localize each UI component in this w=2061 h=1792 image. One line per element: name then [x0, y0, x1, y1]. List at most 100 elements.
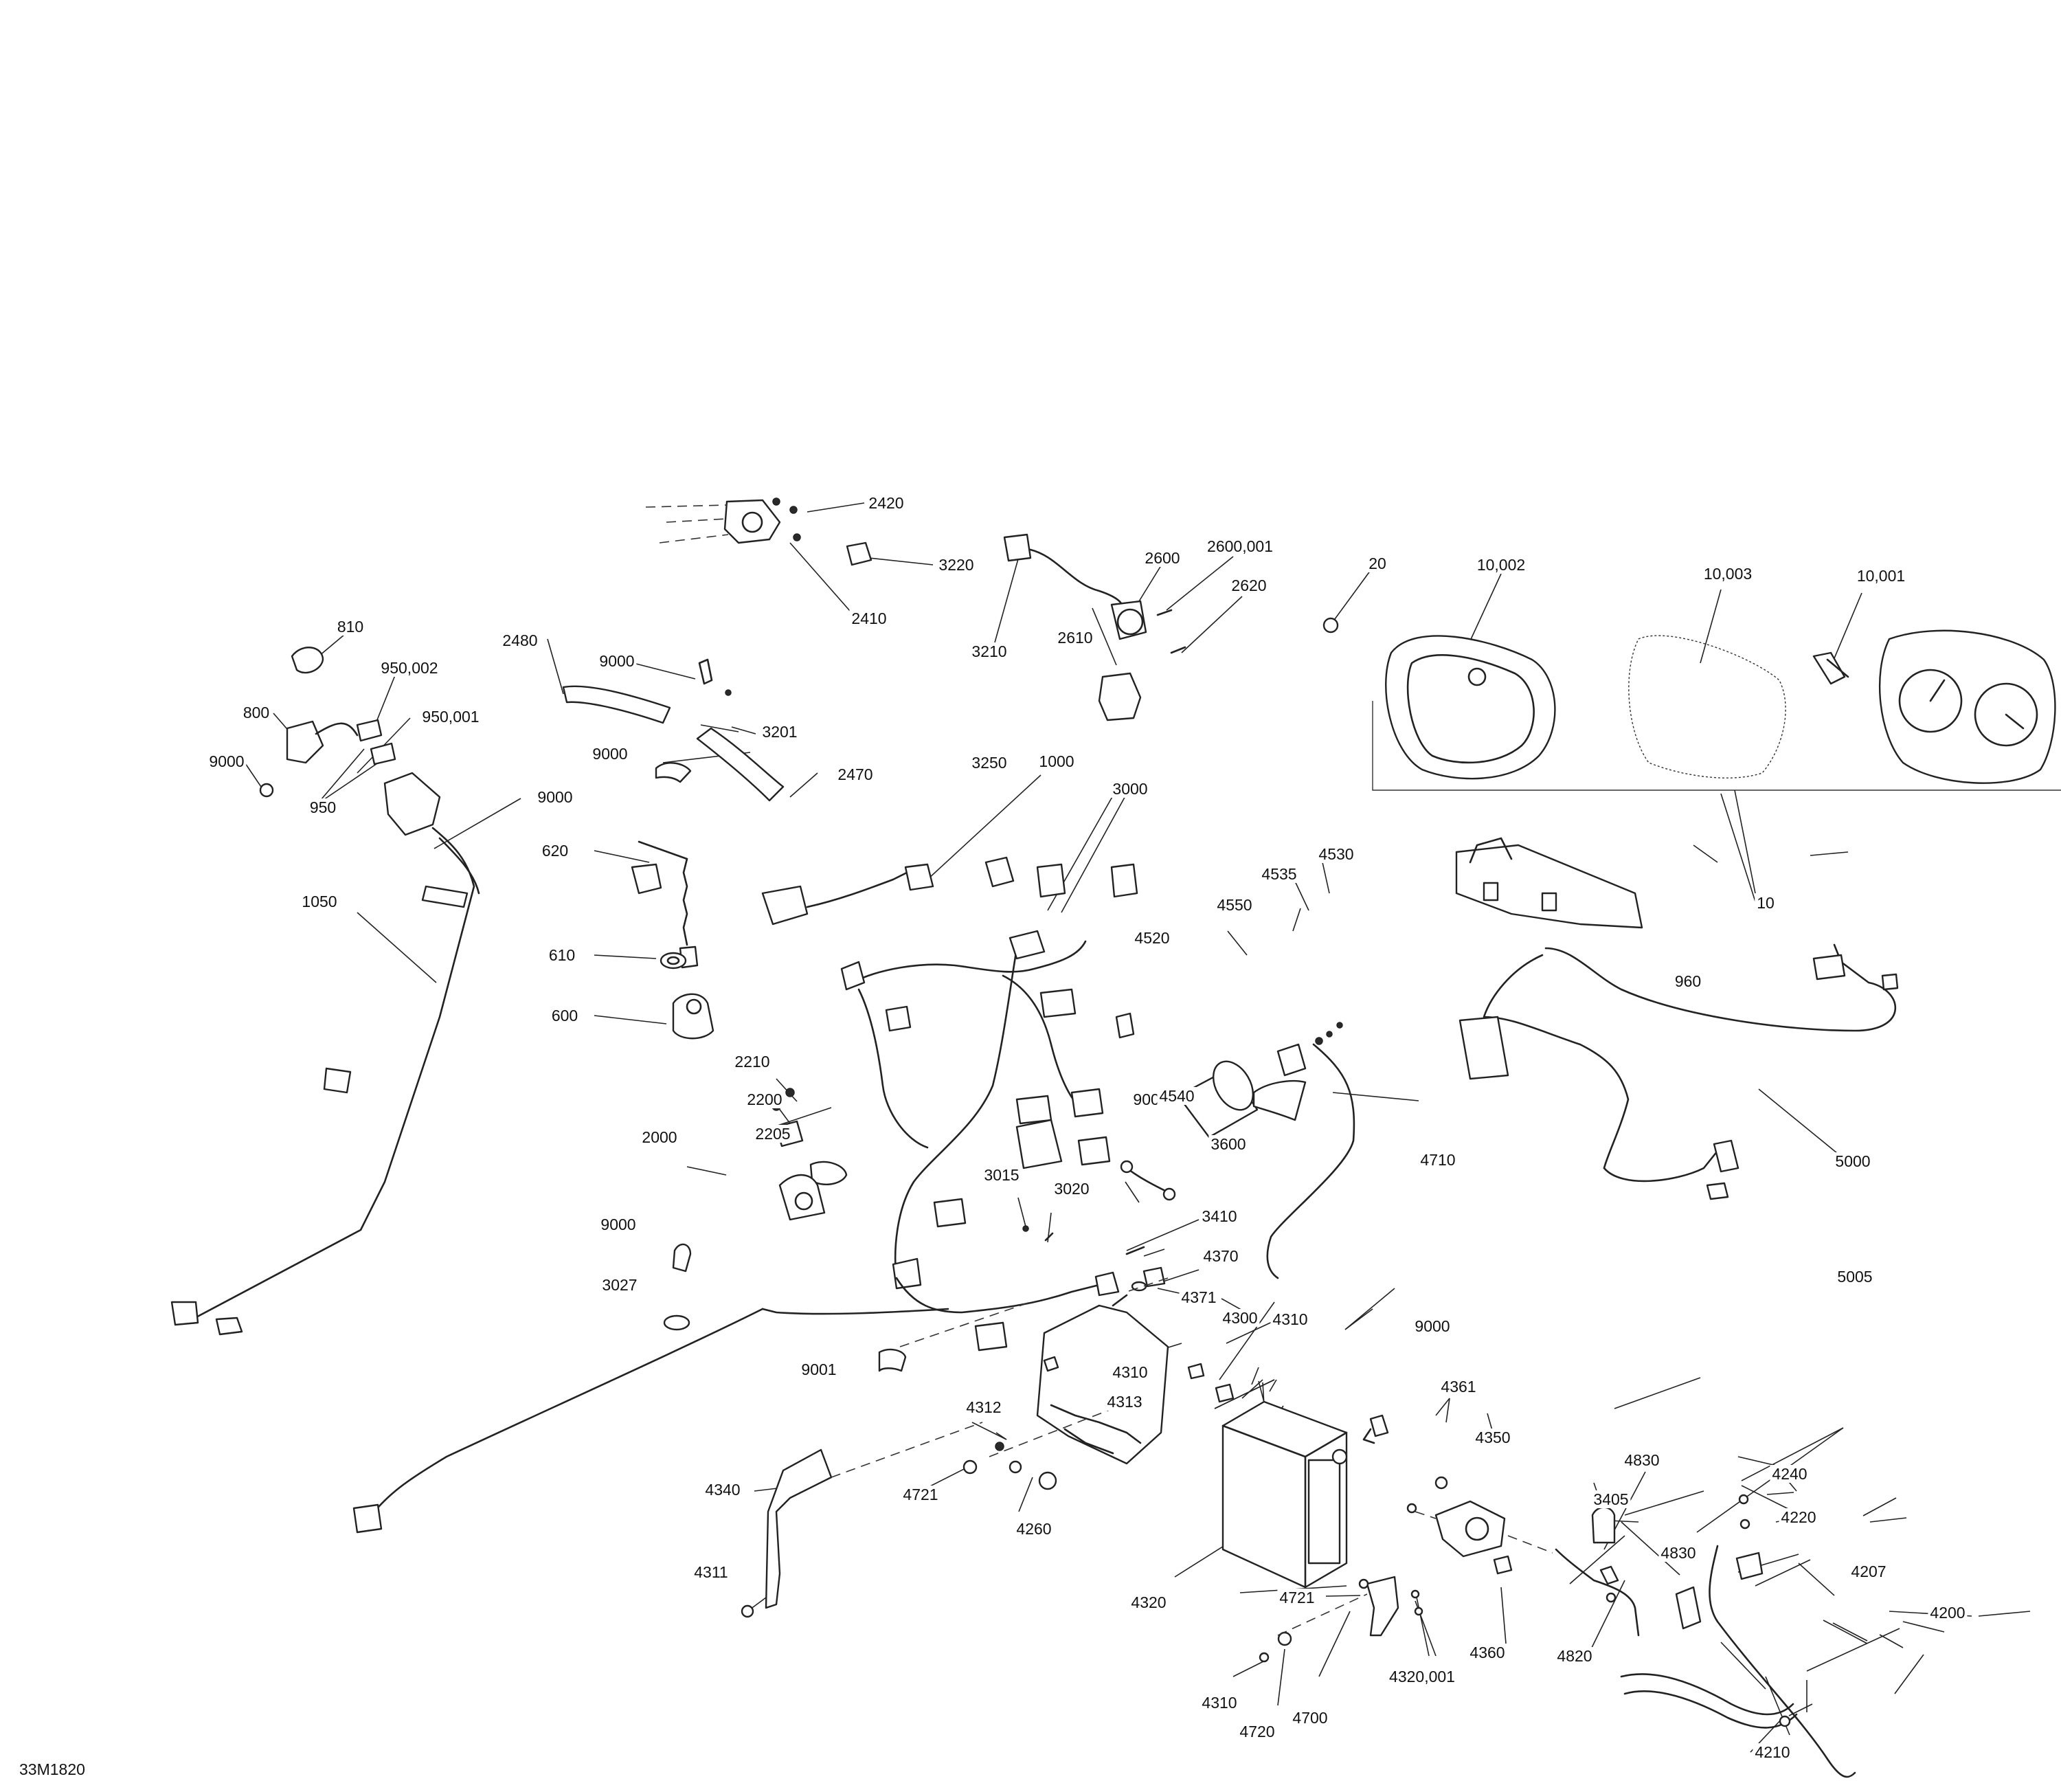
connector-3220-part	[846, 541, 872, 566]
ring-610-part	[660, 952, 687, 970]
nut-20-part	[1322, 617, 1339, 634]
callout-4540: 4540	[1157, 1087, 1197, 1105]
callout-4820: 4820	[1555, 1647, 1595, 1665]
relay-block-960-part	[1455, 837, 1643, 929]
callout-3015: 3015	[982, 1166, 1022, 1184]
callout-1000: 1000	[1037, 752, 1077, 770]
drawing-id: 33M1820	[19, 1760, 85, 1778]
callout-960: 960	[1672, 972, 1704, 990]
callout-3020: 3020	[1052, 1180, 1092, 1198]
callout-2470: 2470	[835, 765, 875, 783]
callout-2205: 2205	[753, 1125, 793, 1143]
clip-9000-parts	[655, 658, 732, 783]
callout-4360: 4360	[1467, 1644, 1507, 1661]
callout-2600: 2600	[1142, 549, 1182, 567]
callout-4361: 4361	[1439, 1378, 1478, 1396]
cluster-lens-part	[1628, 635, 1786, 779]
callout-4207: 4207	[1849, 1563, 1889, 1580]
callout-4260: 4260	[1014, 1520, 1054, 1538]
callout-4340: 4340	[703, 1481, 743, 1499]
callout-4710: 4710	[1418, 1151, 1458, 1169]
callout-4830-top: 4830	[1622, 1451, 1662, 1469]
connector-2000-part	[778, 1174, 826, 1221]
callout-620: 620	[539, 842, 571, 860]
callout-3410: 3410	[1200, 1207, 1239, 1225]
terminals-4700-part	[1259, 1576, 1423, 1663]
callout-3027: 3027	[600, 1276, 640, 1294]
hose-2480-part	[562, 685, 671, 724]
callout-2200: 2200	[745, 1090, 785, 1108]
callout-3201: 3201	[760, 723, 800, 741]
cover-4540-part	[1252, 1079, 1307, 1121]
callout-610: 610	[546, 946, 578, 964]
throttle-housing-part	[645, 497, 801, 544]
callout-1050: 1050	[300, 893, 339, 910]
battery-tray-4300-part	[1036, 1294, 1169, 1465]
callout-3600: 3600	[1208, 1135, 1248, 1153]
callout-2210: 2210	[732, 1053, 772, 1071]
cluster-bezel-part	[1385, 635, 1556, 780]
small-fasteners-part	[1022, 1225, 1145, 1255]
cluster-connector-part	[1812, 651, 1849, 685]
cable-1050-part	[170, 772, 480, 1336]
instrument-cluster-part	[1878, 629, 2056, 784]
callout-10-002: 10,002	[1474, 556, 1528, 574]
callout-950-002: 950,002	[379, 659, 440, 677]
clip-9000-lower-part	[672, 1243, 692, 1273]
callout-4320-001: 4320,001	[1387, 1668, 1457, 1685]
callout-4370: 4370	[1201, 1247, 1241, 1265]
ignition-switch-600-part	[672, 993, 714, 1040]
clip-9001-part	[878, 1348, 907, 1372]
callout-9000-clamp: 9000	[590, 745, 630, 763]
callout-3220: 3220	[936, 556, 976, 574]
main-wiring-harness-part	[352, 856, 1138, 1534]
solenoid-4350-part	[1406, 1476, 1553, 1575]
dashed-assembly-lines	[899, 1277, 1169, 1347]
callout-9000-battery: 9000	[1412, 1317, 1452, 1335]
callout-4520: 4520	[1132, 929, 1172, 947]
battery-cable-4200-part	[1620, 1494, 1856, 1778]
callout-9000-cable: 9000	[535, 788, 575, 806]
callout-810: 810	[335, 618, 366, 636]
callout-4320: 4320	[1129, 1593, 1169, 1611]
callout-10-001: 10,001	[1854, 567, 1908, 585]
clip-5005-part	[1706, 1182, 1729, 1200]
callout-9001: 9001	[799, 1360, 839, 1378]
callout-4721-left: 4721	[901, 1486, 941, 1503]
callout-600: 600	[549, 1007, 581, 1024]
callout-20: 20	[1366, 555, 1388, 572]
callout-4310-bottom: 4310	[1200, 1694, 1239, 1712]
callout-4530: 4530	[1316, 845, 1356, 863]
callout-4311: 4311	[692, 1563, 730, 1581]
clip-9000-battery-part	[1362, 1414, 1389, 1444]
cable-4820-part	[1555, 1548, 1640, 1637]
cluster-group-bracket	[1372, 701, 2061, 894]
callout-950-001: 950,001	[420, 708, 482, 726]
clip-9000-mid-part	[1115, 1012, 1135, 1039]
callout-950: 950	[307, 798, 339, 816]
bolts-4310-part	[1043, 1356, 1235, 1403]
cap-4830-part	[1591, 1506, 1702, 1630]
callout-4310-tray: 4310	[1110, 1363, 1150, 1381]
callout-4721-right: 4721	[1277, 1589, 1317, 1606]
callout-10-003: 10,003	[1701, 565, 1755, 583]
pad-3027-part	[663, 1314, 690, 1331]
callout-4240: 4240	[1770, 1465, 1810, 1483]
callout-4830-mid: 4830	[1658, 1544, 1698, 1562]
callout-4210: 4210	[1753, 1743, 1792, 1761]
callout-4220: 4220	[1779, 1508, 1818, 1526]
battery-4320-part	[1221, 1400, 1348, 1589]
callout-4312: 4312	[964, 1398, 1004, 1416]
callout-2000: 2000	[640, 1128, 679, 1146]
callout-4313: 4313	[1105, 1393, 1145, 1411]
ground-strap-3600-part	[1120, 1160, 1176, 1201]
callout-3405: 3405	[1591, 1490, 1631, 1508]
capacitor-4520-part	[1177, 1060, 1259, 1139]
small-parts-4312-part	[962, 1408, 1114, 1490]
callout-4535: 4535	[1259, 865, 1299, 883]
harness-5000-part	[1459, 943, 1899, 1183]
callout-4720: 4720	[1237, 1723, 1277, 1740]
callout-4371: 4371	[1179, 1288, 1219, 1306]
